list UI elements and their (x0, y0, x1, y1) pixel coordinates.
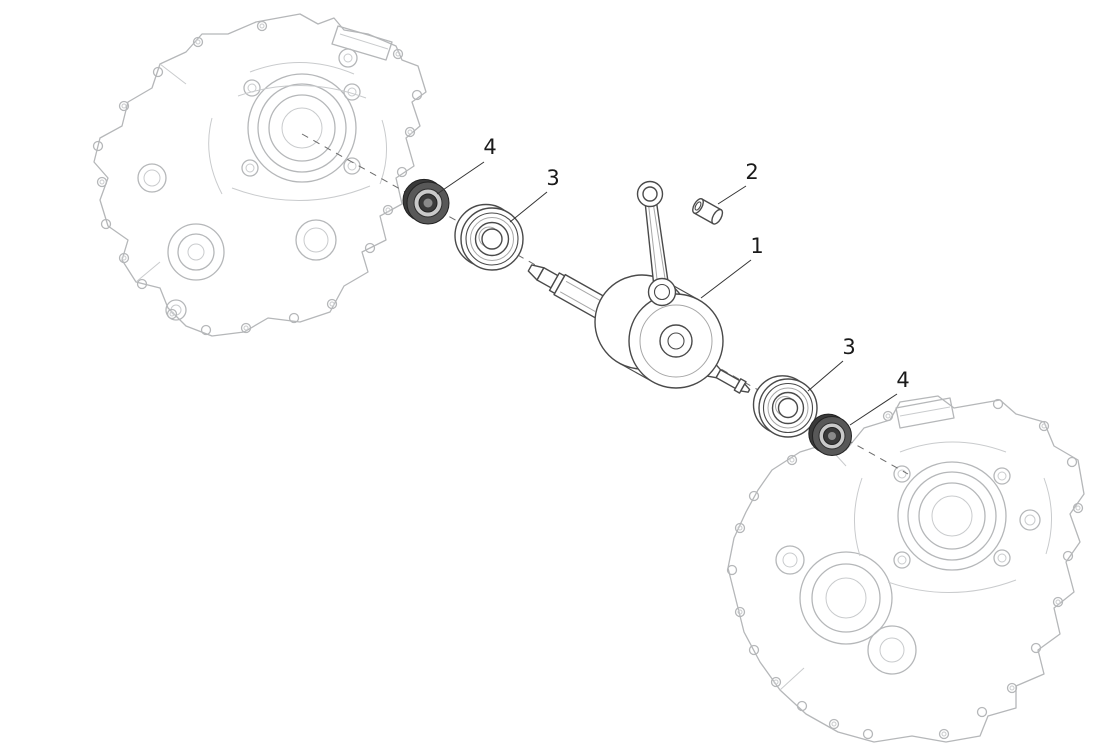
crankcase-right-secondary-bores (775, 509, 1041, 675)
crankcase-right-top-boss (895, 397, 955, 429)
oil-seal-lower-drawing (808, 413, 852, 456)
bearing-upper-drawing (454, 203, 524, 271)
crankcase-left-drawing (92, 13, 427, 337)
callout-4-upper[interactable]: 4 (436, 135, 497, 195)
callout-4-lower-leader (849, 393, 898, 426)
callout-3-lower[interactable]: 3 (807, 335, 856, 392)
crankcase-left-ribs (135, 61, 388, 283)
callout-3-upper-leader (509, 191, 548, 223)
connecting-rod (636, 180, 677, 307)
crankcase-left-bolt-holes (92, 20, 423, 336)
callout-3-lower-label: 3 (842, 335, 855, 359)
crankcase-left-main-bore (247, 73, 357, 183)
small-end-bushing-drawing (692, 198, 724, 225)
crankcase-left-outline (93, 13, 427, 337)
callout-2-label: 2 (745, 160, 758, 184)
callout-1[interactable]: 1 (700, 234, 764, 299)
callout-3-upper-label: 3 (546, 166, 559, 190)
callout-4-lower[interactable]: 4 (849, 368, 910, 426)
rod-big-end-boss (647, 277, 677, 307)
callout-4-lower-label: 4 (896, 368, 909, 392)
crankshaft-drawing (527, 180, 751, 394)
callout-3-lower-leader (807, 360, 844, 392)
callout-1-label: 1 (750, 234, 763, 258)
crankcase-left-top-boss (331, 25, 393, 61)
crankcase-right-main-bore (897, 461, 1007, 571)
bearing-lower-drawing (752, 375, 818, 438)
crankcase-right-outline (727, 395, 1085, 743)
callout-4-upper-label: 4 (483, 135, 496, 159)
callout-1-leader (700, 259, 752, 299)
crankcase-right-ribs (779, 441, 1053, 691)
crankcase-right-drawing (726, 395, 1085, 743)
callout-2-leader (717, 185, 747, 205)
crankcase-right-stud-bosses (893, 465, 1011, 569)
oil-seal-upper-drawing (402, 178, 450, 225)
callout-3-upper[interactable]: 3 (509, 166, 560, 223)
callout-2[interactable]: 2 (717, 160, 759, 205)
crankshaft-hub (659, 324, 693, 358)
callout-4-upper-leader (436, 161, 485, 195)
crankshaft-left-shaft (527, 264, 608, 319)
